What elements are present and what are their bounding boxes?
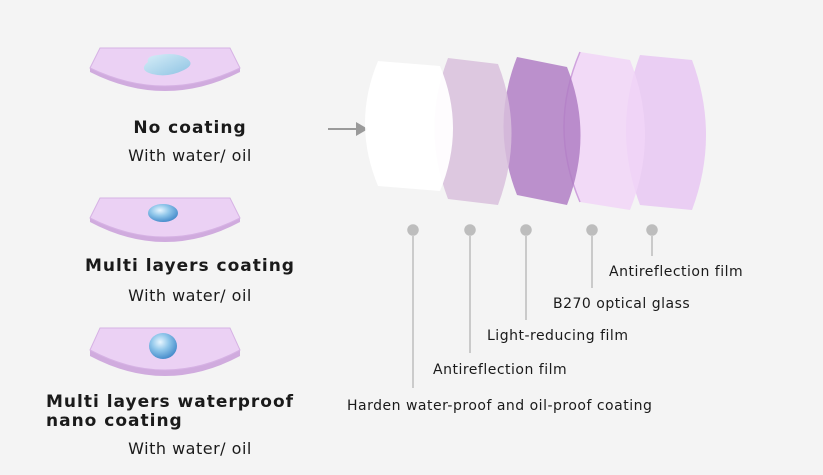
- layer-antireflection-front: [434, 58, 512, 205]
- coating-title-nano-line2: nano coating: [46, 411, 183, 431]
- water-drop-icon: [148, 204, 178, 222]
- layer-label-b270-glass: B270 optical glass: [553, 296, 691, 312]
- layer-antireflection-back: [626, 55, 706, 210]
- water-bead-icon: [149, 333, 177, 359]
- coating-subtitle-multi-layers: With water/ oil: [128, 286, 252, 305]
- nano-coating-disc: [89, 327, 241, 376]
- layer-connectors: [407, 224, 658, 388]
- no-coating-disc: [89, 47, 241, 91]
- layer-label-antireflection-front: Antireflection film: [433, 362, 568, 378]
- layer-label-light-reducing: Light-reducing film: [487, 328, 629, 344]
- water-puddle-icon: [143, 54, 191, 76]
- multi-layer-coating-disc: [89, 197, 241, 242]
- coating-subtitle-no-coating: With water/ oil: [128, 146, 252, 165]
- coating-title-nano-line1: Multi layers waterproof: [46, 392, 295, 412]
- layer-light-reducing: [503, 57, 581, 205]
- coating-subtitle-nano: With water/ oil: [128, 439, 252, 458]
- layer-label-hard-coat: Harden water-proof and oil-proof coating: [347, 398, 653, 414]
- coating-title-no-coating: No coating: [133, 118, 247, 138]
- lens-layers: [365, 51, 706, 210]
- layer-label-antireflection-back: Antireflection film: [609, 264, 744, 280]
- layer-hard-coat: [365, 61, 453, 191]
- coating-title-multi-layers: Multi layers coating: [85, 256, 295, 276]
- arrow-right-icon: [328, 122, 368, 136]
